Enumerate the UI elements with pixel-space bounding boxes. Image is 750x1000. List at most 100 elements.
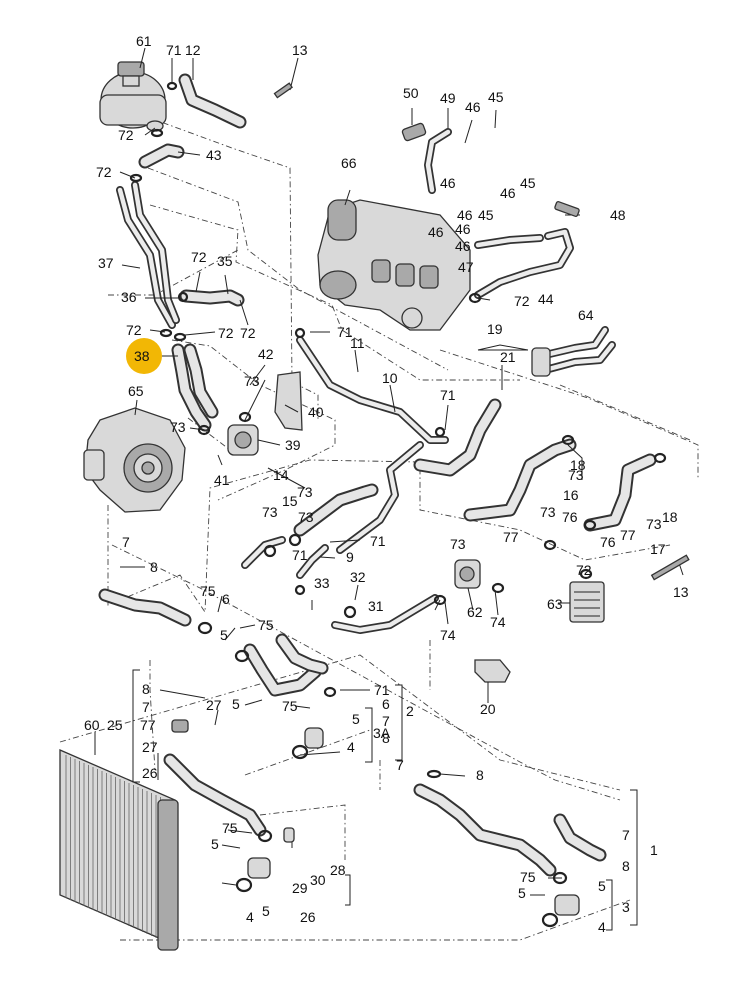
callout-73: 73 bbox=[540, 504, 556, 520]
callout-6: 6 bbox=[382, 696, 390, 712]
callout-12: 12 bbox=[185, 42, 201, 58]
pipe-31 bbox=[331, 594, 439, 634]
callout-46: 46 bbox=[440, 175, 456, 191]
hose-12 bbox=[178, 73, 247, 129]
callout-46: 46 bbox=[465, 99, 481, 115]
hose-17 bbox=[583, 453, 657, 532]
callout-72: 72 bbox=[118, 127, 134, 143]
hose-43 bbox=[138, 143, 185, 169]
callout-73: 73 bbox=[170, 419, 186, 435]
heater-pipes-64 bbox=[531, 326, 616, 377]
callout-46: 46 bbox=[500, 185, 516, 201]
callout-1: 1 bbox=[650, 842, 658, 858]
callout-45: 45 bbox=[478, 207, 494, 223]
callout-73: 73 bbox=[244, 373, 260, 389]
hose-35 bbox=[179, 289, 245, 307]
pipe-49 bbox=[424, 128, 452, 194]
callout-33: 33 bbox=[314, 575, 330, 591]
callout-45: 45 bbox=[488, 89, 504, 105]
callout-71: 71 bbox=[166, 42, 182, 58]
callout-42: 42 bbox=[258, 346, 274, 362]
callout-25: 25 bbox=[107, 717, 123, 733]
callout-32: 32 bbox=[350, 569, 366, 585]
pipe-44 bbox=[474, 228, 574, 299]
callout-28: 28 bbox=[330, 862, 346, 878]
callout-8: 8 bbox=[150, 559, 158, 575]
callout-18: 18 bbox=[570, 457, 586, 473]
callout-10: 10 bbox=[382, 370, 398, 386]
callout-7: 7 bbox=[142, 699, 150, 715]
callout-17: 17 bbox=[650, 541, 666, 557]
callout-73: 73 bbox=[262, 504, 278, 520]
hose-lower-right bbox=[413, 783, 607, 877]
callout-75: 75 bbox=[282, 698, 298, 714]
callout-76: 76 bbox=[600, 534, 616, 550]
pipe-10 bbox=[296, 336, 449, 554]
callout-35: 35 bbox=[217, 253, 233, 269]
callout-8: 8 bbox=[142, 681, 150, 697]
callout-14: 14 bbox=[273, 467, 289, 483]
callout-77: 77 bbox=[620, 527, 636, 543]
callout-4: 4 bbox=[347, 739, 355, 755]
callout-43: 43 bbox=[206, 147, 222, 163]
callout-73: 73 bbox=[568, 467, 584, 483]
part-20 bbox=[474, 659, 511, 683]
hose-75-center bbox=[243, 633, 329, 697]
callout-4: 4 bbox=[246, 909, 254, 925]
callout-36: 36 bbox=[121, 289, 137, 305]
callout-77: 77 bbox=[140, 717, 156, 733]
callout-72: 72 bbox=[96, 164, 112, 180]
callout-27: 27 bbox=[142, 739, 158, 755]
connector-3A bbox=[291, 727, 324, 760]
callout-41: 41 bbox=[214, 472, 230, 488]
callout-18: 18 bbox=[662, 509, 678, 525]
callout-9: 9 bbox=[346, 549, 354, 565]
callout-3: 3 bbox=[622, 899, 630, 915]
callout-61: 61 bbox=[136, 33, 152, 49]
callout-8: 8 bbox=[622, 858, 630, 874]
callout-20: 20 bbox=[480, 701, 496, 717]
clamps-and-bolts bbox=[129, 81, 690, 885]
callout-8: 8 bbox=[382, 730, 390, 746]
callout-60: 60 bbox=[84, 717, 100, 733]
callout-76: 76 bbox=[562, 509, 578, 525]
callout-7: 7 bbox=[382, 713, 390, 729]
callout-7: 7 bbox=[622, 827, 630, 843]
callout-15: 15 bbox=[282, 493, 298, 509]
hose-16 bbox=[463, 438, 577, 522]
callout-72: 72 bbox=[240, 325, 256, 341]
callout-65: 65 bbox=[128, 383, 144, 399]
callout-16: 16 bbox=[563, 487, 579, 503]
callout-2: 2 bbox=[406, 703, 414, 719]
callout-64: 64 bbox=[578, 307, 594, 323]
callout-62: 62 bbox=[467, 604, 483, 620]
callout-38-highlight bbox=[126, 338, 162, 374]
callout-3A: 3A bbox=[373, 725, 391, 741]
callout-46: 46 bbox=[457, 207, 473, 223]
callout-5: 5 bbox=[352, 711, 360, 727]
brace-marks bbox=[132, 344, 638, 931]
callout-73: 73 bbox=[450, 536, 466, 552]
callout-72: 72 bbox=[191, 249, 207, 265]
callout-46: 46 bbox=[455, 238, 471, 254]
radiator bbox=[59, 749, 179, 951]
oil-cooler bbox=[569, 581, 605, 623]
callout-73: 73 bbox=[297, 484, 313, 500]
hose-8-mid bbox=[98, 588, 192, 627]
callout-50: 50 bbox=[403, 85, 419, 101]
callout-63: 63 bbox=[547, 596, 563, 612]
callout-72: 72 bbox=[218, 325, 234, 341]
callout-75: 75 bbox=[222, 820, 238, 836]
callout-13: 13 bbox=[292, 42, 308, 58]
callout-37: 37 bbox=[98, 255, 114, 271]
callout-26: 26 bbox=[300, 909, 316, 925]
callout-5: 5 bbox=[262, 903, 270, 919]
callout-72: 72 bbox=[514, 293, 530, 309]
callout-71: 71 bbox=[370, 533, 386, 549]
callout-71: 71 bbox=[337, 324, 353, 340]
callout-71: 71 bbox=[374, 682, 390, 698]
callout-5: 5 bbox=[211, 836, 219, 852]
coolant-pipes-36 bbox=[116, 181, 180, 329]
callout-46: 46 bbox=[428, 224, 444, 240]
